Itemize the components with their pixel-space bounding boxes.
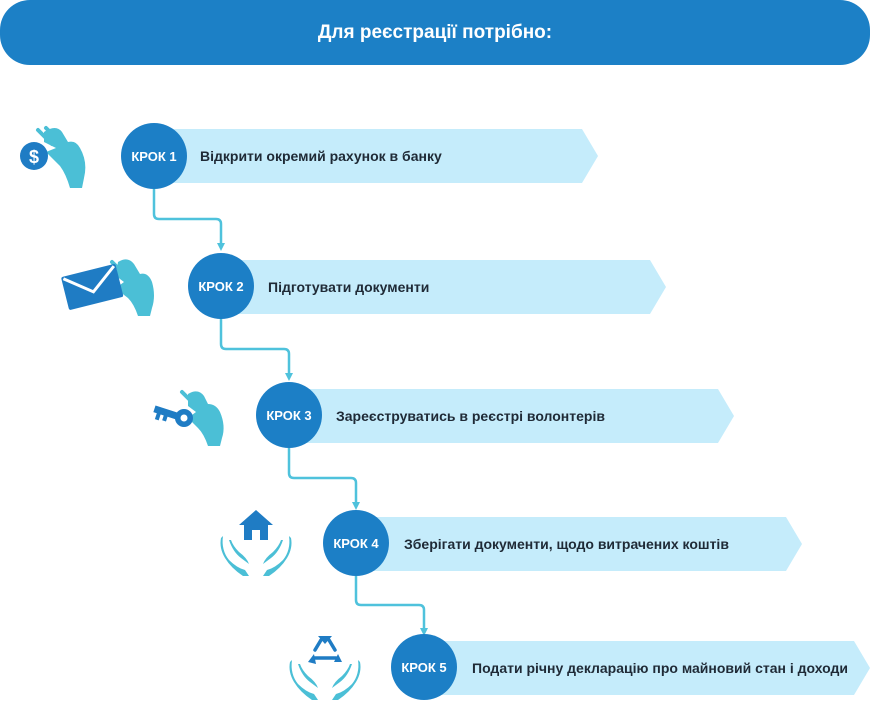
step-1-label: КРОК 1 (131, 148, 177, 164)
step-5-banner: Подати річну декларацію про майновий ста… (442, 641, 870, 695)
svg-text:$: $ (29, 147, 39, 167)
step-4-banner: Зберігати документи, щодо витрачених кош… (374, 517, 802, 571)
key-hand-icon (153, 390, 224, 446)
step-3-text: Зареєструватись в реєстрі волонтерів (336, 408, 605, 424)
step-5-text: Подати річну декларацію про майновий ста… (472, 660, 849, 676)
money-hand-icon: $ (20, 126, 86, 188)
envelope-hand-icon (61, 259, 154, 316)
recycle-hands-icon (289, 636, 361, 700)
step-1-text: Відкрити окремий рахунок в банку (200, 148, 442, 164)
step-4-label: КРОК 4 (333, 535, 379, 551)
step-5-circle: КРОК 5 (391, 634, 457, 700)
step-3-label: КРОК 3 (266, 407, 312, 423)
step-2-label: КРОК 2 (198, 278, 244, 294)
step-3-circle: КРОК 3 (256, 382, 322, 448)
step-2-banner: Підготувати документи (238, 260, 666, 314)
step-2-text: Підготувати документи (268, 279, 430, 295)
step-5-label: КРОК 5 (401, 659, 447, 675)
house-hands-icon (220, 510, 292, 576)
step-3-banner: Зареєструватись в реєстрі волонтерів (306, 389, 734, 443)
step-4-text: Зберігати документи, щодо витрачених кош… (404, 536, 729, 552)
connector-3-4 (287, 448, 360, 510)
step-4-circle: КРОК 4 (323, 510, 389, 576)
header-bar: Для реєстрації потрібно: (0, 0, 870, 65)
connector-4-5 (354, 576, 428, 636)
page-title: Для реєстрації потрібно: (317, 21, 553, 43)
connector-1-2 (152, 189, 225, 251)
connector-2-3 (219, 318, 293, 381)
step-1-banner: Відкрити окремий рахунок в банку (170, 129, 598, 183)
step-1-circle: КРОК 1 (121, 123, 187, 189)
step-2-circle: КРОК 2 (188, 253, 254, 319)
